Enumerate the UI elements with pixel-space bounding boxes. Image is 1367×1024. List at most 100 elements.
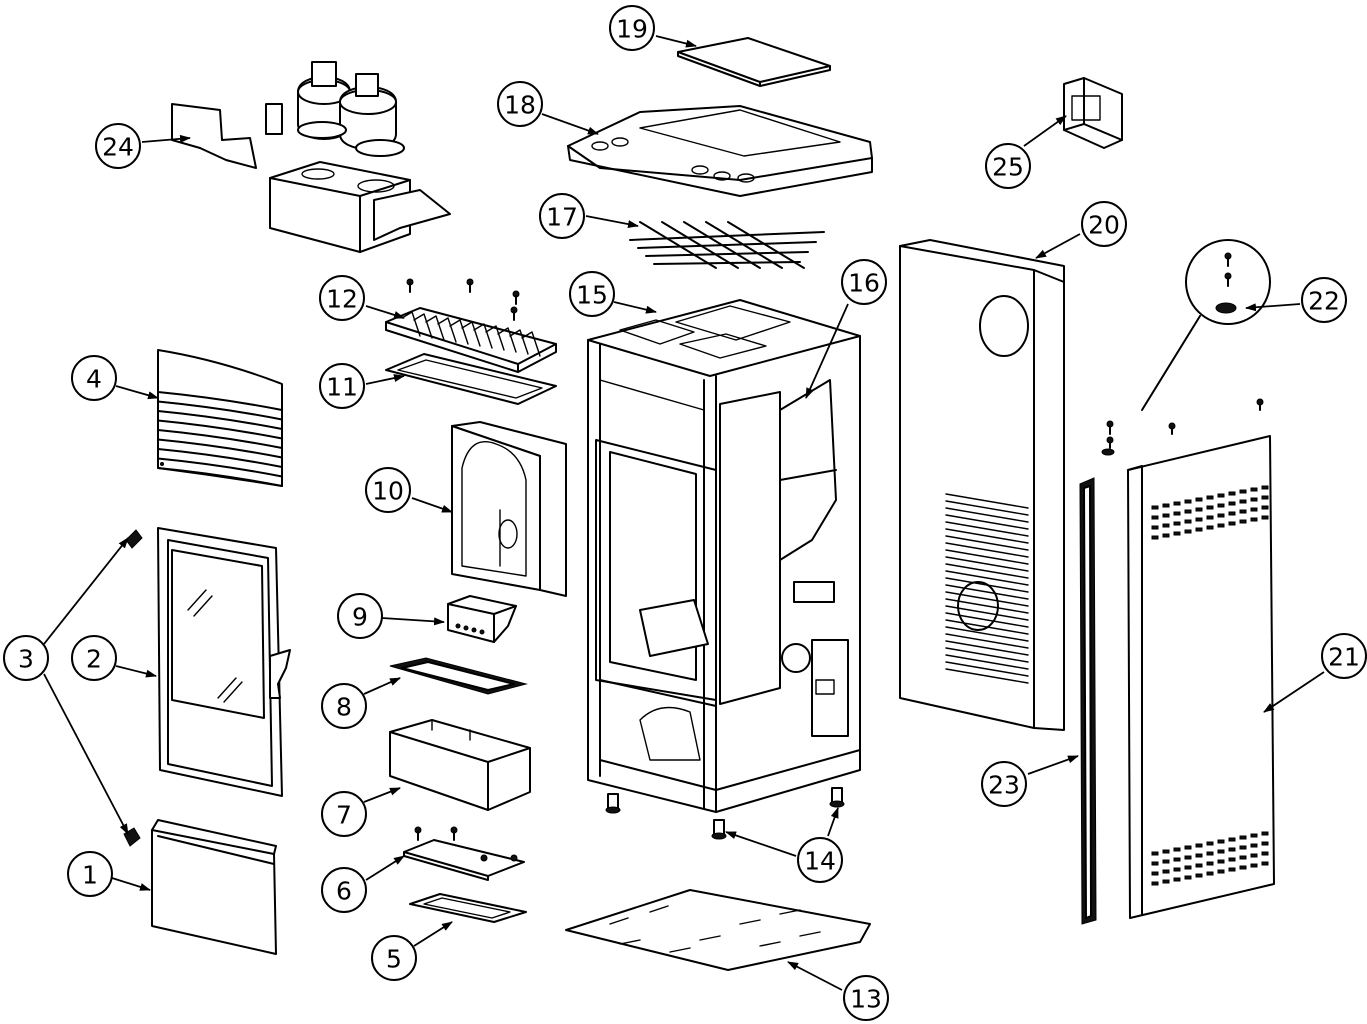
callout-leader-2 [115, 665, 157, 678]
callout-label-25: 25 [992, 153, 1024, 182]
callout-label-24: 24 [102, 133, 134, 162]
callout-leader-4 [115, 385, 159, 400]
callout-1: 1 [67, 851, 151, 897]
callout-5: 5 [371, 921, 453, 981]
callout-leader-15 [613, 301, 657, 314]
callout-leader-8 [363, 677, 401, 695]
callout-leader-16 [805, 303, 849, 399]
callout-leader-20 [1035, 233, 1081, 259]
callout-20: 20 [1035, 201, 1127, 259]
callout-8: 8 [321, 677, 401, 729]
callout-circle-17 [539, 193, 585, 239]
callout-leader-25 [1023, 115, 1067, 147]
part-12-heat-exchanger [385, 278, 557, 373]
callout-label-15: 15 [576, 281, 608, 310]
callout-leader-14 [725, 831, 797, 857]
callout-19: 19 [609, 5, 697, 51]
callout-6: 6 [321, 855, 405, 913]
callout-leader-10 [411, 497, 453, 513]
callout-circle-16 [841, 259, 887, 305]
callout-label-19: 19 [616, 15, 648, 44]
part-17-grid [629, 221, 825, 269]
callout-9: 9 [337, 593, 445, 639]
part-22-detail-bubble [1141, 239, 1271, 411]
callout-leader-13 [787, 961, 843, 991]
callout-circle-15 [569, 271, 615, 317]
callout-circle-18 [497, 81, 543, 127]
callout-label-12: 12 [326, 285, 358, 314]
callout-leader-11 [365, 374, 405, 385]
callout-leader-17 [585, 215, 639, 229]
callout-label-20: 20 [1088, 211, 1120, 240]
part-24-fan-assembly [171, 61, 451, 253]
part-23-seal [1079, 477, 1097, 925]
part-7-ash-drawer [389, 719, 531, 811]
callout-label-18: 18 [504, 91, 536, 120]
callout-label-3: 3 [18, 645, 34, 674]
callout-25: 25 [985, 115, 1067, 189]
callout-label-5: 5 [386, 945, 402, 974]
callout-15: 15 [569, 271, 657, 317]
callout-leader-14 [827, 807, 839, 837]
part-19-lid [677, 37, 831, 87]
part-4-front-grille [157, 349, 283, 487]
callout-22: 22 [1245, 277, 1347, 323]
callout-label-23: 23 [988, 771, 1020, 800]
part-3-screws [123, 529, 143, 847]
callout-label-4: 4 [86, 365, 102, 394]
callout-label-17: 17 [546, 203, 578, 232]
callout-circle-8 [321, 683, 367, 729]
callout-label-1: 1 [82, 861, 98, 890]
callout-circle-11 [319, 363, 365, 409]
callout-circle-22 [1301, 277, 1347, 323]
callout-circle-25 [985, 143, 1031, 189]
callout-circle-21 [1321, 633, 1367, 679]
callout-leader-19 [655, 35, 697, 48]
callout-leader-3 [43, 673, 129, 835]
callout-24: 24 [95, 123, 191, 169]
part-21-side-panel [1101, 398, 1275, 919]
callout-12: 12 [319, 275, 405, 321]
part-20-back-panel [899, 239, 1065, 731]
callout-leader-6 [365, 855, 405, 881]
callout-circle-7 [321, 791, 367, 837]
callout-18: 18 [497, 81, 599, 135]
callout-14: 14 [725, 807, 843, 883]
callout-21: 21 [1263, 633, 1367, 713]
part-2-door [157, 527, 291, 797]
callout-label-10: 10 [372, 477, 404, 506]
part-18-top-cover [567, 105, 873, 197]
part-11-gasket [385, 353, 557, 405]
callout-circle-12 [319, 275, 365, 321]
part-1-front-panel [151, 819, 277, 955]
callout-circle-10 [365, 467, 411, 513]
callout-11: 11 [319, 363, 405, 409]
callout-label-16: 16 [848, 269, 880, 298]
callout-circle-4 [71, 355, 117, 401]
callout-leader-18 [541, 113, 599, 135]
callout-leader-9 [381, 617, 445, 626]
callout-leader-3 [43, 537, 129, 645]
callout-label-7: 7 [336, 801, 352, 830]
callout-leader-12 [365, 305, 405, 319]
callout-circle-6 [321, 867, 367, 913]
callout-7: 7 [321, 787, 401, 837]
part-9-burn-pot [447, 595, 517, 643]
part-15-frame [587, 299, 861, 813]
callout-leader-7 [363, 787, 401, 803]
part-8-grate [389, 657, 528, 695]
callout-3: 3 [3, 537, 129, 835]
callout-leader-21 [1263, 671, 1325, 713]
callout-label-21: 21 [1328, 643, 1360, 672]
callout-4: 4 [71, 355, 159, 401]
callout-2: 2 [71, 635, 157, 681]
callout-16: 16 [805, 259, 887, 399]
callout-leader-1 [111, 877, 151, 891]
callout-circle-13 [843, 975, 889, 1021]
callout-circle-20 [1081, 201, 1127, 247]
callout-circle-19 [609, 5, 655, 51]
callout-13: 13 [787, 961, 889, 1021]
callout-label-13: 13 [850, 985, 882, 1014]
